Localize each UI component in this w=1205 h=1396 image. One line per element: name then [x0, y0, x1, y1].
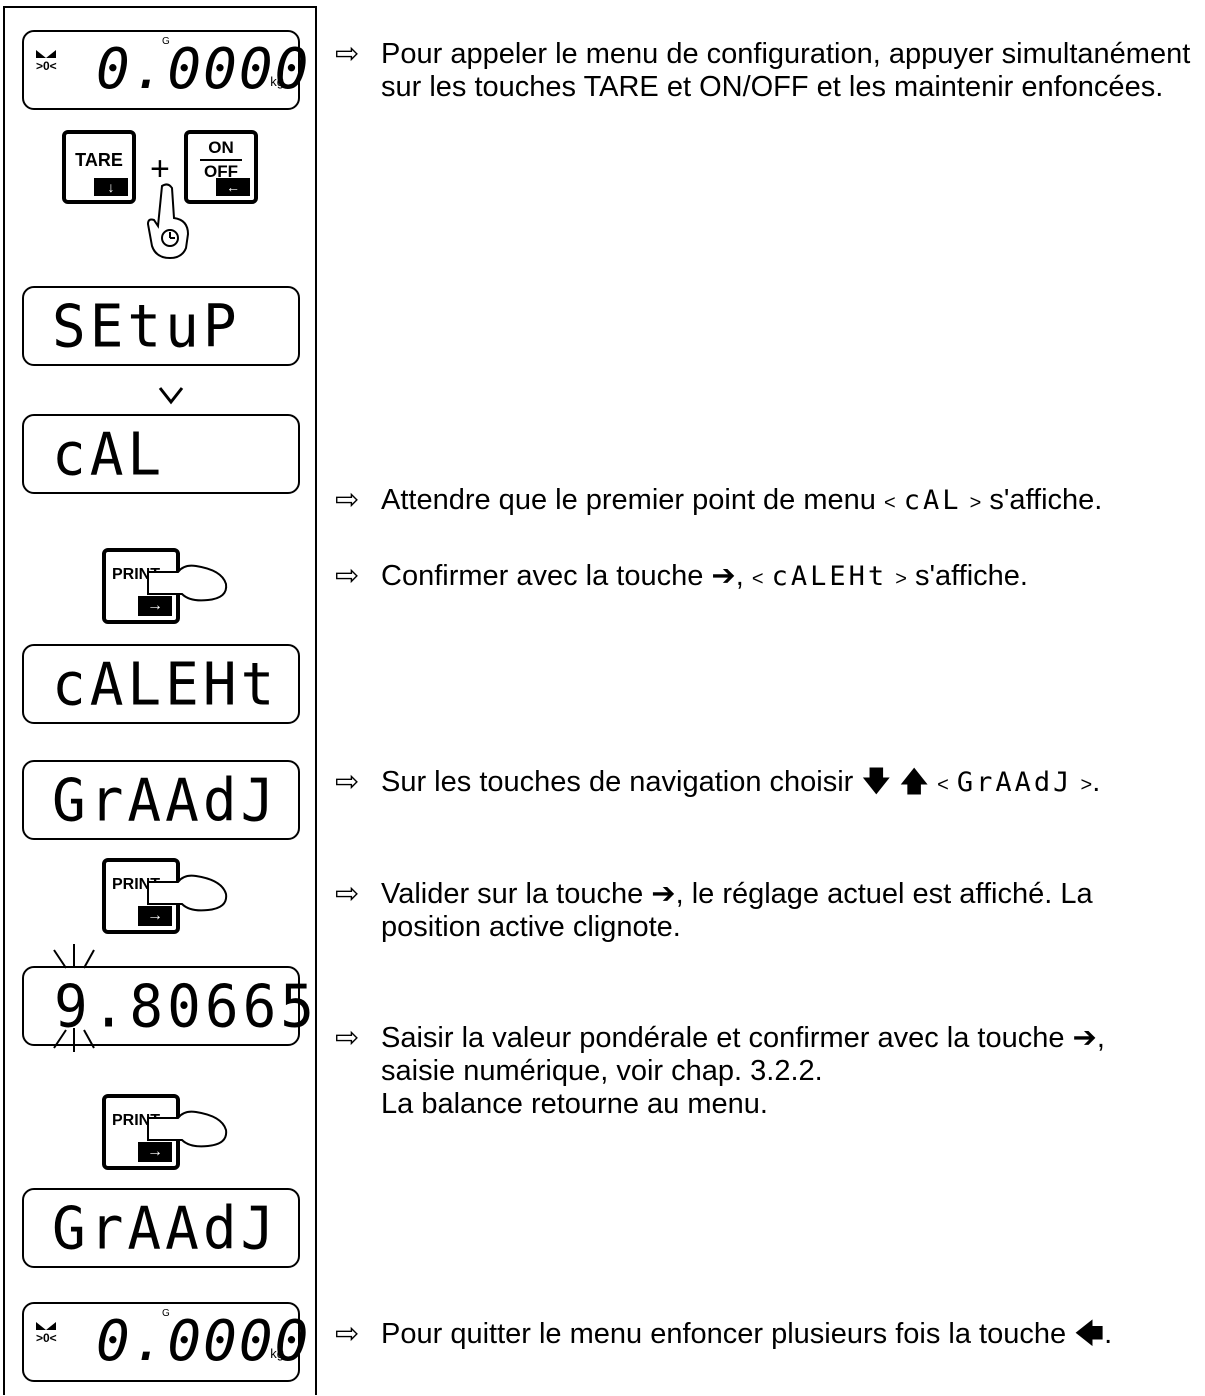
pressing-hand-icon — [147, 874, 228, 912]
pointing-hand-icon — [146, 183, 190, 260]
right-arrow-icon: → — [138, 906, 172, 926]
cal-text: cAL — [52, 420, 166, 490]
step-text: Saisir la valeur pondérale et confirmer … — [381, 1022, 1105, 1120]
weight-display: >0< G 0.0000 kg — [22, 30, 308, 110]
segment-code: cAL — [903, 485, 962, 516]
gross-indicator: G — [162, 1308, 170, 1319]
off-label: OFF — [204, 162, 238, 181]
gradj-display: GrAAdJ — [22, 1188, 300, 1268]
onoff-divider — [200, 159, 242, 161]
left-column-frame — [3, 6, 317, 1395]
tare-key-label: TARE — [75, 150, 123, 170]
zero-indicator: >0< — [36, 48, 57, 72]
unit-label: kg — [270, 1346, 284, 1361]
gravity-value: 9.80665 — [54, 972, 319, 1042]
zero-label: >0< — [36, 59, 57, 73]
right-arrow-icon: → — [138, 596, 172, 616]
zero-label: >0< — [36, 1331, 57, 1345]
arrow-bullet-icon: ⇨ — [335, 878, 360, 910]
blink-rays-icon — [53, 944, 95, 1052]
step-text: Pour quitter le menu enfoncer plusieurs … — [381, 1318, 1113, 1350]
arrow-bullet-icon: ⇨ — [335, 1318, 360, 1350]
zero-triangle-icon — [36, 1322, 57, 1330]
arrow-bullet-icon: ⇨ — [335, 560, 360, 592]
segment-code: cALEHt — [771, 561, 888, 592]
step-text: Pour appeler le menu de configuration, a… — [381, 38, 1191, 103]
pressing-hand-icon — [147, 1110, 228, 1148]
arrow-bullet-icon: ⇨ — [335, 1022, 360, 1054]
right-arrow-icon: → — [138, 1142, 172, 1162]
weight-value: 0.0000 — [96, 1309, 311, 1374]
setup-display: SEtuP — [22, 286, 300, 366]
arrow-bullet-icon: ⇨ — [335, 484, 360, 516]
zero-indicator: >0< — [36, 1320, 57, 1344]
weight-display: >0< G 0.0000 kg — [22, 1302, 308, 1382]
arrow-bullet-icon: ⇨ — [335, 766, 360, 798]
pressing-hand-icon — [147, 564, 228, 602]
on-label: ON — [208, 138, 234, 157]
down-arrow-icon: ↓ — [94, 178, 128, 196]
gradj-text: GrAAdJ — [52, 766, 279, 836]
calext-text: cALEHt — [52, 650, 279, 720]
onoff-key[interactable]: ON OFF ← — [184, 130, 258, 204]
plus-sign: + — [150, 150, 170, 188]
step-text: Confirmer avec la touche ➔, < cALEHt > s… — [381, 560, 1028, 592]
gross-indicator: G — [162, 36, 170, 47]
gradj-text: GrAAdJ — [52, 1194, 279, 1264]
zero-triangle-icon — [36, 50, 57, 58]
step-text: Sur les touches de navigation choisir 🡇 … — [381, 766, 1101, 798]
cal-display: cAL — [22, 414, 300, 494]
gradj-display: GrAAdJ — [22, 760, 300, 840]
setup-text: SEtuP — [52, 292, 241, 362]
print-key[interactable]: PRINT → — [102, 1094, 180, 1170]
step-text: Attendre que le premier point de menu < … — [381, 484, 1103, 516]
segment-code: GrAAdJ — [956, 767, 1073, 798]
tare-key[interactable]: TARE ↓ — [62, 130, 136, 204]
calext-display: cALEHt — [22, 644, 300, 724]
gravity-display: 9.80665 — [22, 966, 314, 1046]
arrow-bullet-icon: ⇨ — [335, 38, 360, 70]
chevron-down-icon — [158, 387, 184, 405]
left-arrow-icon: ← — [216, 178, 250, 196]
step-text: Valider sur la touche ➔, le réglage actu… — [381, 878, 1093, 943]
weight-value: 0.0000 — [96, 37, 311, 102]
unit-label: kg — [270, 74, 284, 89]
